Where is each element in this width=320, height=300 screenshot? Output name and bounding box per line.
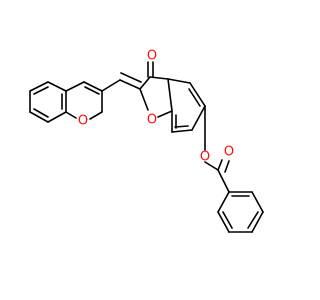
benzoate-ester xyxy=(204,105,230,193)
bond xyxy=(171,129,193,133)
ester-oxygen-label: O xyxy=(200,150,210,165)
bond xyxy=(65,111,77,119)
bond xyxy=(29,81,49,92)
benzoyl-phenyl-ring xyxy=(217,191,264,233)
pyran-ring xyxy=(65,81,103,120)
bond xyxy=(29,111,49,123)
ketone-oxygen-label: O xyxy=(147,49,157,64)
bond xyxy=(120,72,142,83)
bond xyxy=(191,105,206,131)
bond xyxy=(247,211,259,229)
bond xyxy=(139,76,151,90)
furan-oxygen-label: O xyxy=(147,113,157,128)
bond xyxy=(167,78,191,84)
bond xyxy=(217,191,230,213)
chromene-benzene-ring xyxy=(29,81,67,123)
benzofuran-benzene-ring xyxy=(167,78,206,133)
bond xyxy=(217,159,223,171)
chemical-structure-diagram: O O O O O xyxy=(29,49,264,233)
bond xyxy=(101,79,121,92)
bond xyxy=(47,81,67,92)
bond xyxy=(189,82,206,107)
bond xyxy=(222,211,233,229)
bond xyxy=(188,88,201,107)
chromene-oxygen-label: O xyxy=(78,114,88,129)
bond xyxy=(89,111,103,120)
bond xyxy=(251,211,264,233)
methylidene-bridge xyxy=(101,72,142,92)
carbonyl-oxygen-label: O xyxy=(224,145,234,160)
bond xyxy=(84,86,100,95)
bond xyxy=(217,211,230,233)
bond xyxy=(33,86,49,95)
bond xyxy=(224,160,230,173)
bond xyxy=(167,78,173,112)
bond xyxy=(251,191,264,213)
bond xyxy=(83,81,103,92)
benzofuranone-ring xyxy=(139,61,173,118)
bond xyxy=(174,125,189,128)
bond xyxy=(47,111,67,123)
bond xyxy=(139,88,149,111)
bond xyxy=(217,169,230,193)
bond xyxy=(119,79,141,90)
bond xyxy=(65,81,85,92)
bond xyxy=(157,110,173,118)
bond xyxy=(204,161,219,171)
bond xyxy=(33,108,49,118)
